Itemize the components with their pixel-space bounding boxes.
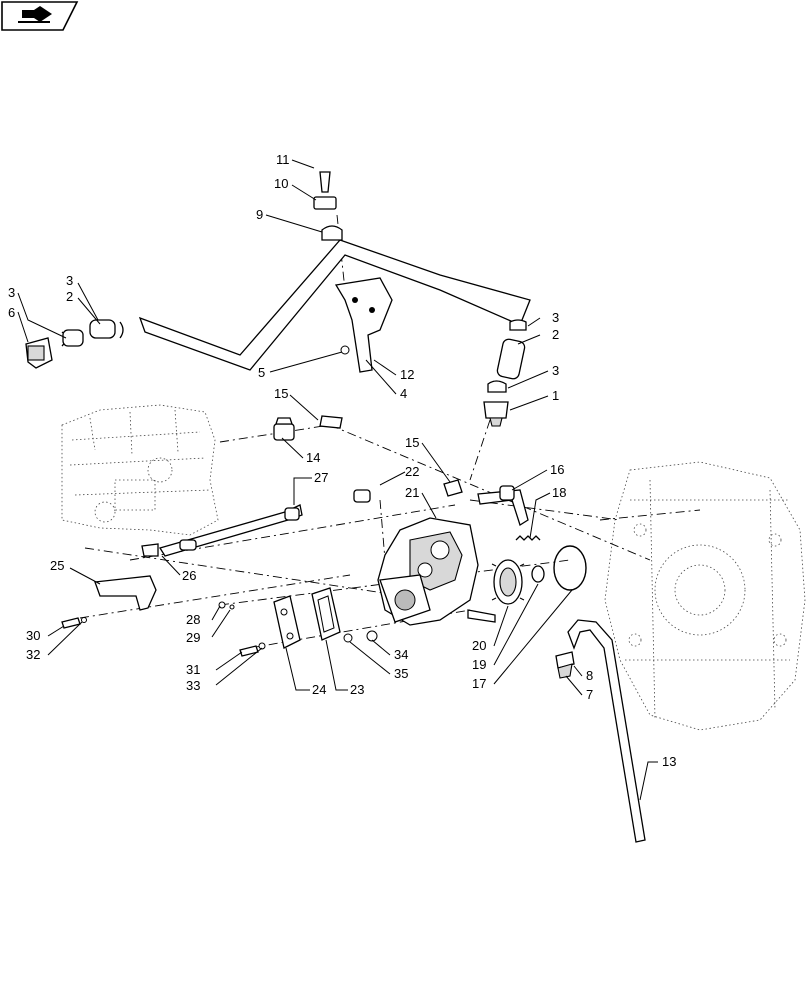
callout-13: 13 xyxy=(662,754,676,769)
callout-23: 23 xyxy=(350,682,364,697)
callout-34: 34 xyxy=(394,647,408,662)
callout-12: 12 xyxy=(400,367,414,382)
callout-3a: 3 xyxy=(66,273,73,288)
callout-35: 35 xyxy=(394,666,408,681)
callout-33: 33 xyxy=(186,678,200,693)
fitting-22 xyxy=(353,489,371,503)
callout-14: 14 xyxy=(306,450,320,465)
flywheel-housing xyxy=(604,461,806,731)
clamp-parts xyxy=(313,171,350,355)
hose-16 xyxy=(443,479,529,526)
bracket-25 xyxy=(94,575,157,611)
fitting-14 xyxy=(273,417,295,441)
callout-30: 30 xyxy=(26,628,40,643)
callout-6: 6 xyxy=(8,305,15,320)
callout-16: 16 xyxy=(550,462,564,477)
bolt-28 xyxy=(218,601,235,610)
leader-lines xyxy=(17,159,658,801)
spring-18 xyxy=(515,535,541,541)
callout-1: 1 xyxy=(552,388,559,403)
callout-31: 31 xyxy=(186,662,200,677)
gasket-23 xyxy=(311,587,341,641)
callout-20: 20 xyxy=(472,638,486,653)
callout-18: 18 xyxy=(552,485,566,500)
pipe-27 xyxy=(141,504,303,557)
callout-28: 28 xyxy=(186,612,200,627)
callout-8: 8 xyxy=(586,668,593,683)
callout-3c: 3 xyxy=(552,310,559,325)
callout-11: 11 xyxy=(276,152,290,167)
callout-2a: 2 xyxy=(66,289,73,304)
callout-32: 32 xyxy=(26,647,40,662)
callout-15b: 15 xyxy=(405,435,419,450)
bolt-30 xyxy=(61,617,87,629)
callout-5: 5 xyxy=(258,365,265,380)
callout-25: 25 xyxy=(50,558,64,573)
callout-27: 27 xyxy=(314,470,328,485)
next-page-arrow-icon[interactable] xyxy=(1,1,79,31)
air-compressor-21 xyxy=(377,517,496,626)
nut-19 xyxy=(531,565,545,583)
callout-2b: 2 xyxy=(552,327,559,342)
bolt-31 xyxy=(239,642,266,657)
callout-26: 26 xyxy=(182,568,196,583)
o-ring-17 xyxy=(553,545,587,591)
air-line-upper xyxy=(61,239,531,371)
callout-19: 19 xyxy=(472,657,486,672)
callout-labels: 11 10 9 3 2 3 6 3 2 3 1 5 12 4 15 14 27 … xyxy=(8,152,676,769)
fitting-stack-right xyxy=(483,319,527,427)
callout-10: 10 xyxy=(274,176,288,191)
pipe-13 xyxy=(555,619,646,843)
gear-20 xyxy=(491,559,525,605)
fitting-15-top xyxy=(319,415,343,429)
callout-24: 24 xyxy=(312,682,326,697)
callout-15a: 15 xyxy=(274,386,288,401)
elbow-fitting-6 xyxy=(25,337,53,369)
callout-17: 17 xyxy=(472,676,486,691)
bracket-4 xyxy=(334,277,393,373)
engine-block-left xyxy=(61,404,219,536)
cover-plate-24 xyxy=(273,595,301,649)
callout-29: 29 xyxy=(186,630,200,645)
callout-7: 7 xyxy=(586,687,593,702)
washer-34 xyxy=(343,630,378,643)
callout-21: 21 xyxy=(405,485,419,500)
callout-9: 9 xyxy=(256,207,263,222)
callout-3d: 3 xyxy=(552,363,559,378)
callout-3b: 3 xyxy=(8,285,15,300)
callout-4: 4 xyxy=(400,386,407,401)
callout-22: 22 xyxy=(405,464,419,479)
